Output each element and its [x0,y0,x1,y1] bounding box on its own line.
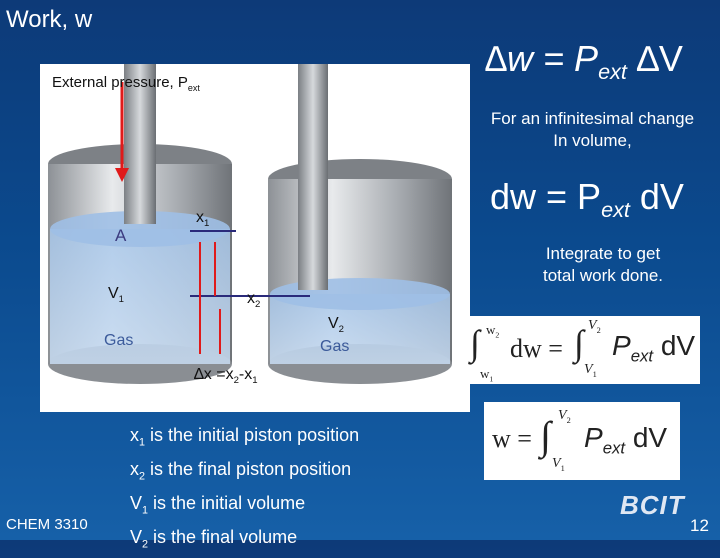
note-line: total work done. [542,266,663,285]
desc-text: is the initial piston position [145,425,360,445]
desc-text: is the initial volume [148,493,306,514]
x2-label: x2 [247,290,260,310]
left-piston-rod [124,64,156,224]
ur-sym: V [588,318,597,333]
description-line: V2 is the final volume [130,524,359,558]
v1-sym: V [108,285,119,302]
note-infinitesimal: For an infinitesimal change In volume, [470,108,715,152]
piston-figure [40,64,470,412]
external-pressure-label: External pressure, Pext [52,74,200,93]
dx-c: -x [238,366,253,383]
right-piston-rod [298,64,328,290]
p-sym: P [612,330,631,361]
dx-d: 1 [252,375,258,387]
desc-sym: x [130,425,139,445]
lr-sym: V [584,362,593,377]
dx-b: 2 [233,375,239,387]
dx-a: ∆x =x [194,366,234,383]
lr-sub: 1 [592,369,597,379]
left-piston-surface [50,211,230,247]
description-line: x2 is the final piston position [130,456,359,490]
formula2-lhs: w = [492,424,532,453]
desc-sym: V [130,527,143,548]
desc-text: is the final piston position [145,459,352,480]
l-sym: V [552,456,561,471]
u-sub: 2 [566,415,571,425]
eq-lhs: ∆w = P [485,38,599,79]
description-line: V1 is the initial volume [130,490,359,524]
x1-sub: 1 [204,218,210,230]
equation-work-differential: dw = Pext dV [490,176,684,223]
right-piston-surface [270,278,450,310]
description-line: x1 is the initial piston position [130,422,359,456]
area-label: A [115,226,127,245]
eq-rhs: dV [629,176,684,217]
note-line: In volume, [553,131,632,150]
label-text: External pressure, P [52,74,188,91]
desc-sub: 2 [139,470,146,483]
p-sub: ext [602,438,626,458]
l-sub: 1 [560,463,565,473]
ll-sym: w [480,366,490,381]
desc-text: is the final volume [148,527,298,548]
lower-limit-right: V1 [584,362,597,379]
note-line: Integrate to get [545,244,661,263]
slide-title: Work, w [6,6,93,33]
x1-label: x1 [196,209,209,229]
desc-sym: V [130,493,143,514]
note-line: For an infinitesimal change [490,109,695,128]
u-sym: V [558,408,567,423]
bcit-logo: BCIT [620,490,685,520]
v2-label: V2 [328,315,344,335]
integral-sign: ∫ [574,323,584,363]
gas-label-right: Gas [320,338,350,355]
delta-x-label: ∆x =x2-x1 [194,366,258,386]
eq-rhs: ∆V [626,38,683,79]
desc-sym: x [130,459,139,480]
piston-illustration [48,64,452,384]
lower-limit-left: w1 [480,366,493,384]
eq-sub: ext [598,59,627,85]
p-sym: P [584,422,603,453]
integral-formula-1: ∫ w2 w1 dw = ∫ V2 V1 Pext dV [466,316,700,384]
page-number: 12 [690,516,709,535]
integral-formula-2: w = ∫ V2 V1 Pext dV [484,402,680,480]
desc-sub: 1 [139,436,146,449]
ul-sub: 2 [495,330,500,340]
integrand-right: Pext dV [612,330,695,367]
upper-limit: V2 [558,408,571,425]
integral-sign: ∫ [470,323,480,363]
desc-sub: 1 [142,504,149,517]
x2-sym: x [247,290,255,307]
v1-label: V1 [108,285,124,305]
ur-sub: 2 [596,325,601,335]
upper-limit-right: V2 [588,318,601,335]
x1-sym: x [196,209,204,226]
ll-sub: 1 [489,374,494,384]
label-sub: ext [187,83,200,93]
pressure-arrow-head [115,168,129,182]
integrand-left: dw = [510,334,563,363]
dv: dV [632,422,668,453]
ul-sym: w [486,322,496,337]
variable-descriptions: x1 is the initial piston position x2 is … [130,422,359,558]
eq-sub: ext [601,197,630,223]
note-integrate: Integrate to get total work done. [498,243,708,287]
course-code: CHEM 3310 [6,516,88,533]
equation-work-delta: ∆w = Pext ∆V [485,38,683,85]
upper-limit-left: w2 [486,322,499,340]
gas-label-left: Gas [104,332,134,349]
v2-sub: 2 [338,324,345,336]
x2-sub: 2 [255,299,261,311]
integral-sign: ∫ [540,413,551,458]
integrand: Pext dV [584,422,667,459]
v1-sub: 1 [118,294,125,306]
v2-sym: V [328,315,339,332]
eq-lhs: dw = P [490,176,602,217]
p-sub: ext [630,346,654,366]
dv: dV [660,330,696,361]
lower-limit: V1 [552,456,565,473]
